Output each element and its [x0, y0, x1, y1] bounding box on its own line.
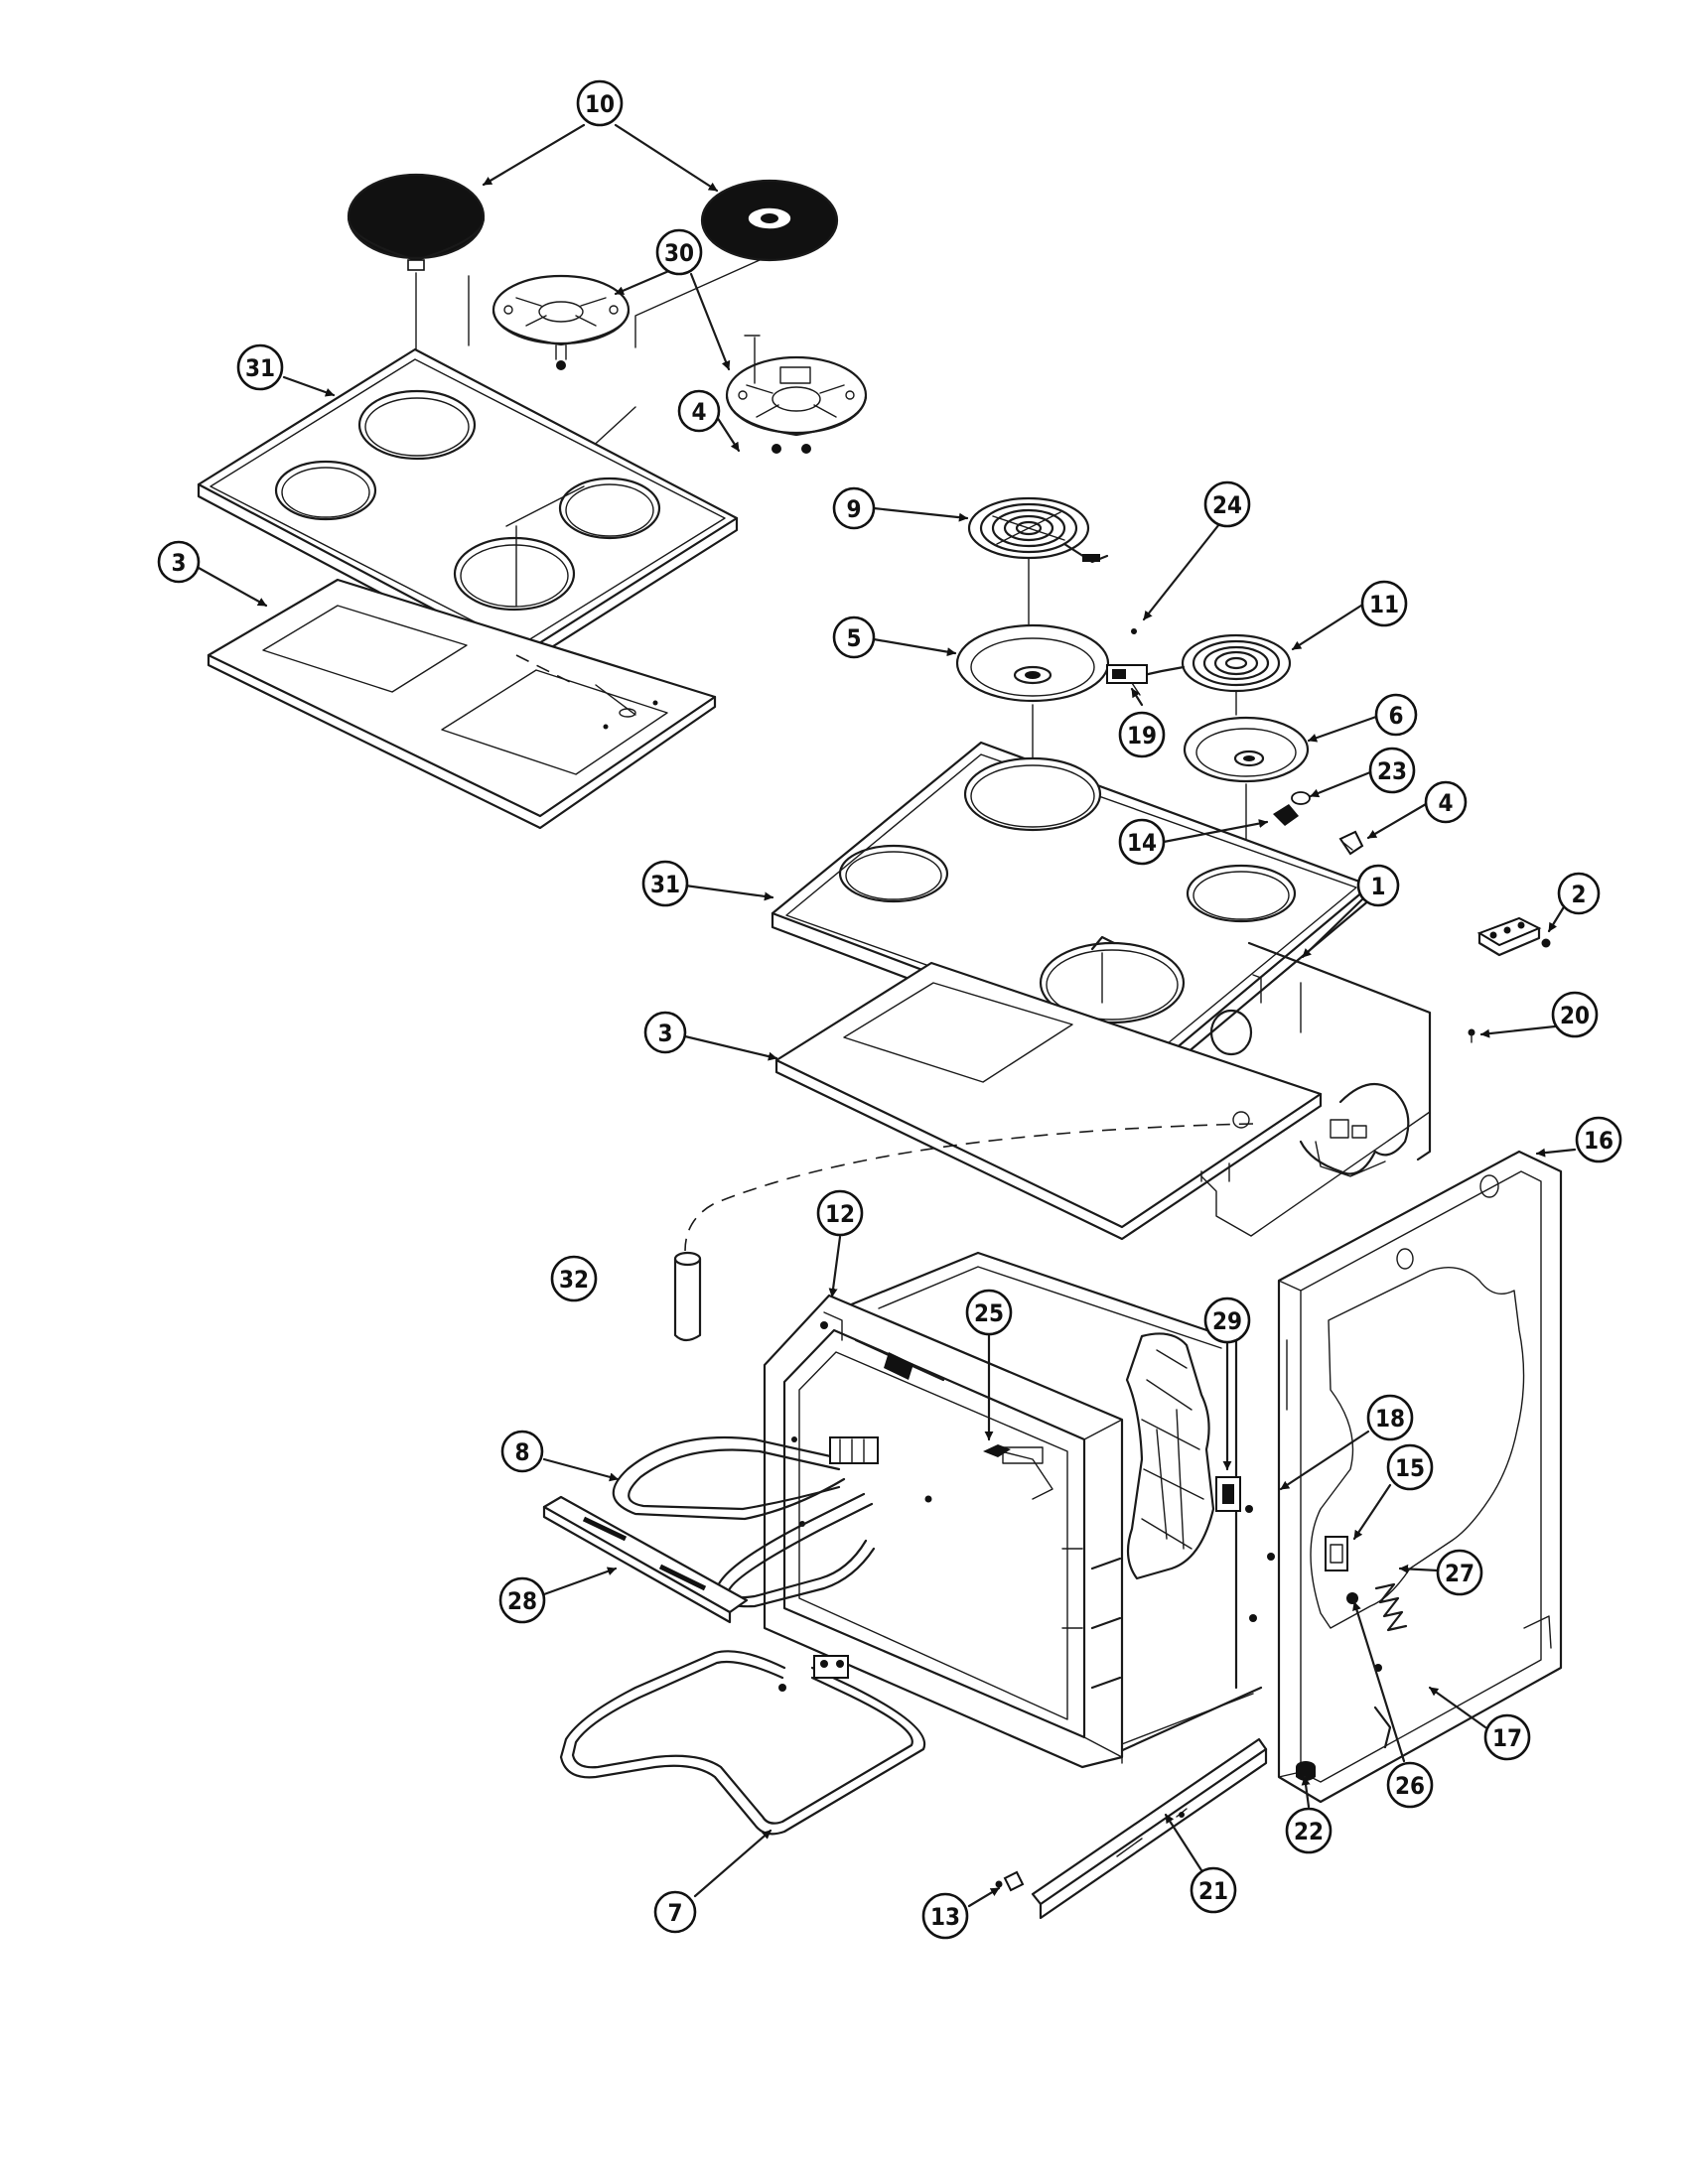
burner-box-lower	[774, 961, 1323, 1241]
leveling-leg	[1296, 1761, 1316, 1781]
callout-18: 18	[1366, 1394, 1414, 1441]
callout-22: 22	[1285, 1807, 1333, 1854]
callout-21: 21	[1190, 1866, 1237, 1914]
svg-text:22: 22	[1294, 1818, 1324, 1845]
callout-1: 1	[1356, 864, 1400, 907]
oven-cavity	[822, 1251, 1263, 1764]
callout-30: 30	[655, 228, 703, 276]
callout-31: 31	[236, 343, 284, 391]
callout-31b: 31	[641, 860, 689, 907]
callout-9: 9	[832, 486, 876, 530]
broil-shield	[542, 1495, 749, 1624]
svg-text:11: 11	[1369, 591, 1399, 618]
element-sleeve	[673, 1251, 702, 1342]
svg-text:17: 17	[1492, 1724, 1522, 1752]
callout-5: 5	[832, 615, 876, 659]
callout-2: 2	[1557, 872, 1601, 915]
callout-19: 19	[1118, 711, 1166, 758]
cooktop-top-upper	[197, 347, 739, 669]
svg-text:16: 16	[1584, 1127, 1614, 1155]
burner-box-upper	[207, 578, 717, 830]
svg-text:3: 3	[657, 1020, 672, 1047]
element-support-bracket-right	[725, 355, 868, 454]
callout-7: 7	[653, 1890, 697, 1934]
svg-text:29: 29	[1212, 1307, 1242, 1335]
callout-27: 27	[1436, 1549, 1483, 1596]
callout-11: 11	[1360, 580, 1408, 627]
callout-13: 13	[921, 1892, 969, 1940]
svg-text:30: 30	[664, 239, 694, 267]
svg-text:15: 15	[1395, 1454, 1425, 1482]
svg-text:20: 20	[1560, 1002, 1590, 1029]
svg-text:13: 13	[930, 1903, 960, 1931]
drip-bowl-small	[1183, 716, 1310, 783]
svg-text:1: 1	[1370, 873, 1385, 900]
svg-text:31: 31	[245, 354, 275, 382]
svg-text:2: 2	[1571, 881, 1586, 908]
oven-sensor-bracket	[1215, 1476, 1253, 1513]
svg-text:25: 25	[974, 1299, 1004, 1327]
range-body-upper	[1200, 941, 1432, 1237]
svg-text:5: 5	[846, 624, 861, 652]
coil-element-cooktop-assembly	[684, 496, 1551, 1252]
solid-element-cooktop-assembly	[197, 173, 868, 830]
callout-16: 16	[1575, 1116, 1622, 1163]
svg-text:7: 7	[667, 1899, 682, 1927]
terminal-block	[1476, 916, 1551, 957]
svg-text:3: 3	[171, 549, 186, 577]
bottom-trim-rail	[1031, 1737, 1268, 1920]
callout-3b: 3	[643, 1011, 687, 1054]
svg-text:32: 32	[559, 1266, 589, 1294]
svg-text:4: 4	[1438, 789, 1453, 817]
callout-32: 32	[550, 1255, 598, 1302]
solid-disc-element-right	[700, 179, 839, 262]
callout-17: 17	[1483, 1713, 1531, 1761]
callout-12: 12	[816, 1189, 864, 1237]
svg-text:23: 23	[1377, 757, 1407, 785]
svg-text:10: 10	[585, 90, 615, 118]
callout-20: 20	[1551, 991, 1599, 1038]
svg-text:26: 26	[1395, 1772, 1425, 1800]
callout-24: 24	[1203, 480, 1251, 528]
svg-text:28: 28	[507, 1587, 537, 1615]
svg-text:4: 4	[691, 398, 706, 426]
svg-text:27: 27	[1445, 1560, 1474, 1587]
callout-15: 15	[1386, 1443, 1434, 1491]
coil-element-small	[1142, 633, 1292, 693]
solid-disc-element-left	[347, 173, 486, 271]
coil-element-large	[967, 496, 1109, 564]
drip-bowl-large	[955, 623, 1110, 703]
leader-lines	[197, 123, 1577, 1908]
svg-text:19: 19	[1127, 722, 1157, 750]
callout-23: 23	[1368, 747, 1416, 794]
element-support-bracket-left	[491, 274, 631, 370]
svg-text:31: 31	[650, 871, 680, 898]
svg-text:18: 18	[1375, 1405, 1405, 1433]
svg-text:6: 6	[1388, 702, 1403, 730]
element-receptacle	[1106, 664, 1148, 696]
bake-element	[559, 1650, 926, 1836]
callout-10: 10	[576, 79, 624, 127]
callout-14: 14	[1118, 818, 1166, 866]
callout-3: 3	[157, 540, 201, 584]
callout-4b: 4	[1424, 780, 1468, 824]
callout-8: 8	[500, 1430, 544, 1473]
svg-text:24: 24	[1212, 491, 1242, 519]
callout-6: 6	[1374, 693, 1418, 737]
callout-28: 28	[498, 1576, 546, 1624]
svg-text:8: 8	[514, 1438, 529, 1466]
callouts: 10 30 31 4 3 9 24 5 11 19 6 23 14 4 31 1…	[157, 79, 1622, 1940]
callout-4: 4	[677, 389, 721, 433]
oven-front-frame	[763, 1294, 1124, 1769]
callout-29: 29	[1203, 1297, 1251, 1344]
svg-text:12: 12	[825, 1200, 855, 1228]
callout-26: 26	[1386, 1761, 1434, 1809]
cooktop-top-lower	[771, 741, 1372, 1076]
callout-25: 25	[965, 1289, 1013, 1336]
svg-text:21: 21	[1198, 1877, 1228, 1905]
svg-text:14: 14	[1127, 829, 1157, 857]
svg-text:9: 9	[846, 495, 861, 523]
